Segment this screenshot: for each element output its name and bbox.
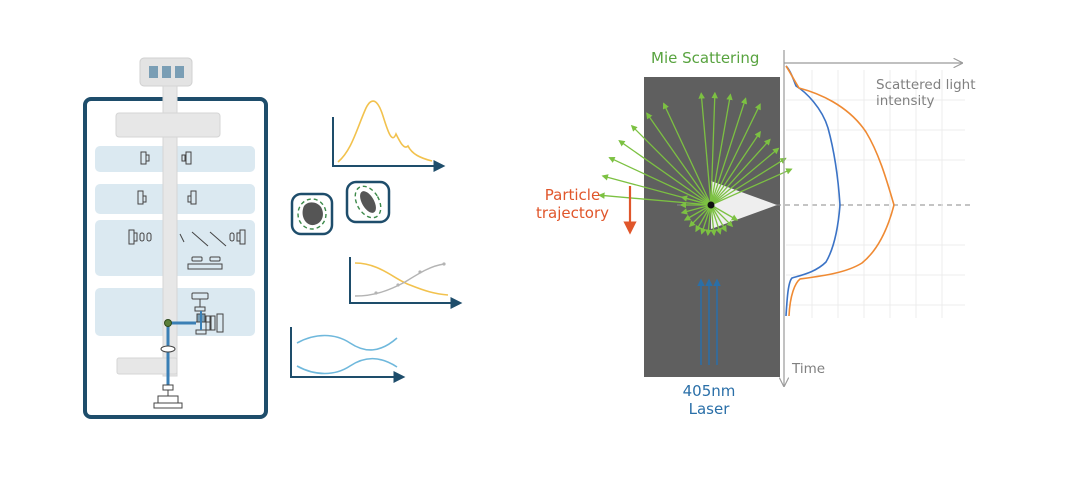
scattered-light-arrows	[598, 91, 793, 237]
scatter-ray-12	[630, 124, 712, 206]
wave-curves-icon	[290, 327, 406, 383]
scatter-ray-14	[608, 156, 712, 206]
scatter-ray-5	[710, 130, 761, 206]
blue-intensity-trace	[785, 65, 841, 317]
instrument-schematic-icon	[83, 57, 268, 419]
scatter-ray-7	[710, 147, 780, 206]
scatter-ray-29	[710, 204, 739, 221]
scatter-ray-18	[700, 204, 712, 235]
scatter-ray-16	[598, 192, 712, 206]
scatter-ray-21	[710, 204, 722, 235]
laser-label-line-1: 405nm	[682, 382, 736, 400]
instrument-bottom-bar	[116, 357, 178, 375]
particle-trajectory-line-2: trajectory	[536, 204, 609, 222]
scatter-ray-22	[710, 204, 727, 233]
mie-scattering-label: Mie Scattering	[651, 49, 760, 67]
laser-beams	[697, 278, 721, 365]
scatter-ray-3	[710, 97, 748, 206]
laser-source-icon	[153, 384, 183, 409]
spectrum-curve-icon	[332, 100, 446, 172]
scatter-ray-13	[618, 140, 712, 206]
particle-trajectory-label: Particle trajectory	[536, 186, 609, 222]
scatter-ray-24	[680, 204, 712, 215]
scatter-ray-26	[680, 195, 712, 206]
scatter-ray-23	[683, 204, 712, 221]
scatter-ray-6	[710, 138, 771, 206]
intensity-plot	[784, 50, 965, 386]
particle-trajectory-line-1: Particle	[544, 186, 601, 204]
scatter-ray-27	[688, 204, 712, 228]
orange-intensity-trace	[785, 65, 895, 317]
scattered-intensity-line-2: intensity	[876, 93, 935, 110]
optics-elements	[128, 151, 246, 270]
scatter-ray-1	[710, 91, 718, 206]
crossing-curves-icon	[349, 257, 463, 309]
scatter-ray-4	[710, 103, 761, 206]
scatter-ray-10	[662, 102, 712, 206]
instrument-column	[162, 85, 178, 377]
time-axis-label: Time	[792, 361, 826, 377]
particle-shape-icon	[290, 180, 391, 236]
scatter-ray-28	[710, 204, 734, 228]
scatter-ray-19	[705, 204, 712, 237]
plot-grid	[786, 70, 965, 318]
laser-label: 405nm Laser	[664, 382, 754, 418]
instrument-top-bar	[115, 112, 221, 138]
scatter-ray-8	[710, 157, 787, 206]
scattering-chamber	[598, 77, 974, 377]
scatter-ray-11	[646, 112, 712, 206]
scatter-ray-2	[710, 93, 733, 206]
scatter-ray-20	[710, 204, 717, 237]
scatter-ray-9	[710, 168, 793, 206]
scattered-intensity-line-1: Scattered light	[876, 77, 976, 93]
scatter-ray-17	[695, 204, 712, 233]
particle-dot-icon	[707, 201, 715, 209]
lens-element	[160, 345, 176, 353]
scattered-intensity-label: Scattered light intensity	[876, 77, 976, 109]
scatter-ray-0	[698, 92, 712, 206]
laser-label-line-2: Laser	[688, 400, 730, 418]
particle-dot-small	[164, 319, 172, 327]
